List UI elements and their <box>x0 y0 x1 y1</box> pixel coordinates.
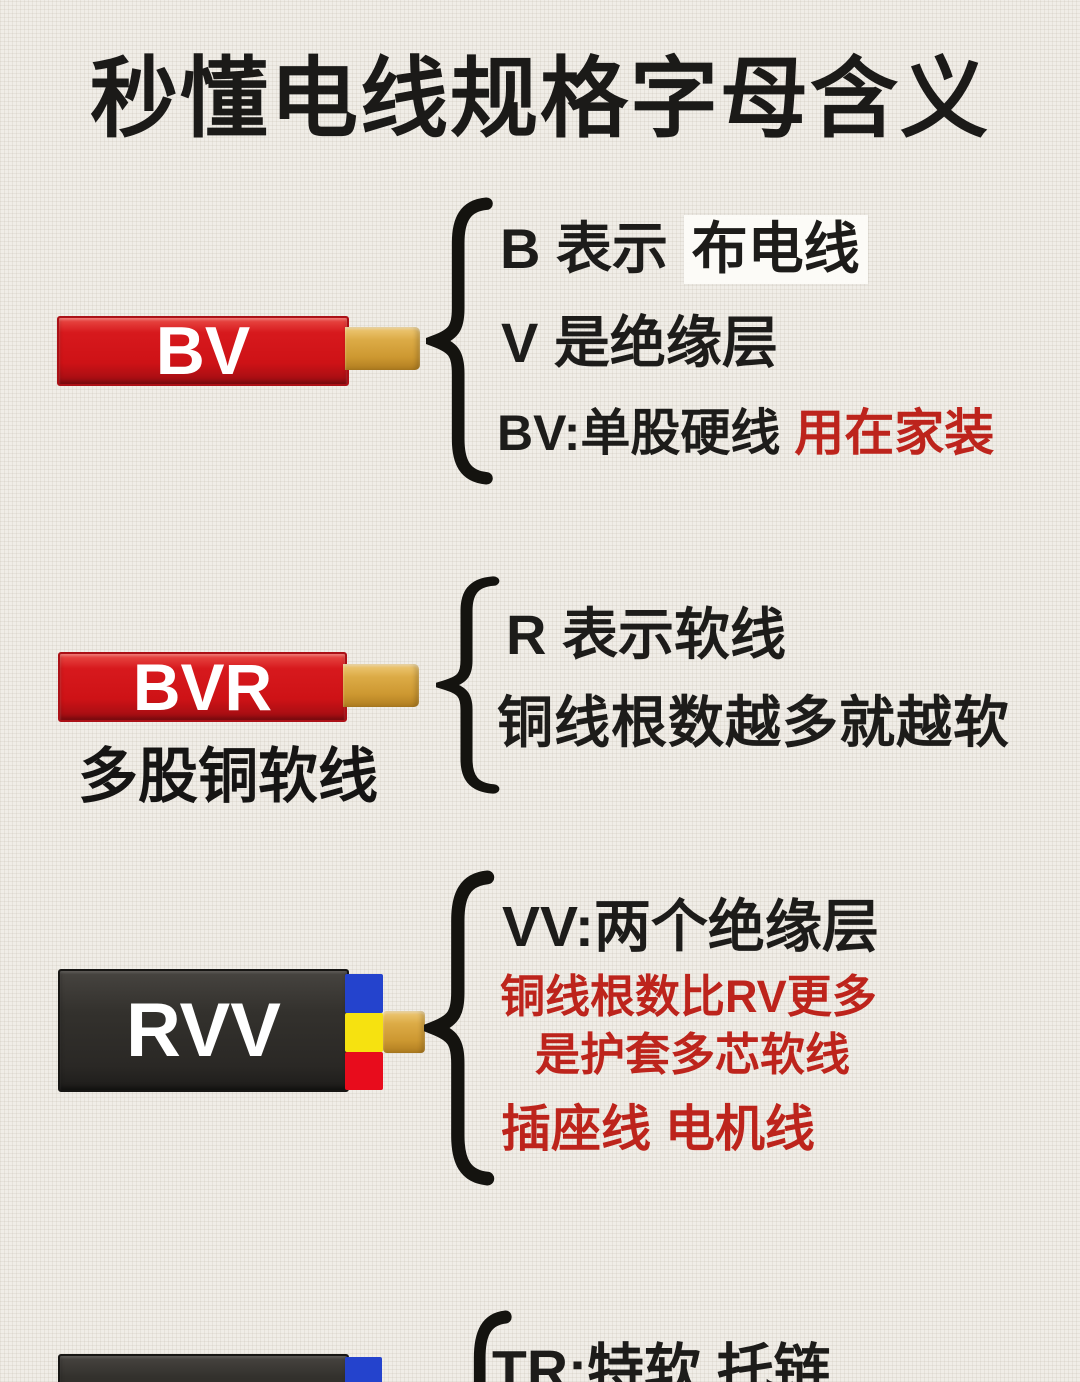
bv-line1-prefix: B 表示 <box>500 217 684 280</box>
rvv-meaning-line-1: VV:两个绝缘层 <box>502 895 879 959</box>
page-title: 秒懂电线规格字母含义 <box>89 49 990 148</box>
rvv-wire-label: RVV <box>126 988 281 1073</box>
bv-meaning-line-3: BV:单股硬线 用在家装 <box>497 406 994 461</box>
tr-blue-core-icon <box>345 1357 382 1382</box>
bvr-meaning-line-2: 铜线根数越多就越软 <box>497 691 1010 754</box>
tr-meaning-line-1: TR:特软 托链 <box>492 1339 831 1382</box>
rvv-wire-graphic: RVV <box>58 969 349 1092</box>
rvv-meaning-line-3: 是护套多芯软线 <box>535 1029 851 1080</box>
rvv-meaning-line-4: 插座线 电机线 <box>501 1101 815 1157</box>
bv-brace-icon <box>426 197 493 485</box>
bvr-copper-tip-icon <box>343 664 419 707</box>
bvr-wire-label: BVR <box>132 650 273 724</box>
bv-meaning-line-2: V 是绝缘层 <box>501 311 778 374</box>
bv-line1-highlight: 布电线 <box>683 215 868 284</box>
rvv-yellow-core-icon <box>345 1013 383 1052</box>
bv-copper-tip-icon <box>345 327 420 370</box>
bv-line3-black: BV:单股硬线 <box>497 405 795 461</box>
bvr-meaning-line-1: R 表示软线 <box>506 603 786 666</box>
bv-wire-label: BV <box>155 313 251 389</box>
rvv-brace-icon <box>424 870 495 1186</box>
rvv-copper-tip-icon <box>383 1011 425 1053</box>
bv-meaning-line-1: B 表示 布电线 <box>500 215 868 284</box>
rvv-red-core-icon <box>345 1052 383 1090</box>
rvv-meaning-line-2: 铜线根数比RV更多 <box>500 971 877 1022</box>
bvr-wire-caption: 多股铜软线 <box>78 743 378 810</box>
bvr-wire-graphic: BVR <box>58 650 347 724</box>
bv-line3-red: 用在家装 <box>794 405 995 461</box>
bv-wire-graphic: BV <box>57 313 349 389</box>
rvv-blue-core-icon <box>345 974 383 1013</box>
tr-wire-graphic <box>58 1354 349 1382</box>
bvr-brace-icon <box>436 576 500 794</box>
